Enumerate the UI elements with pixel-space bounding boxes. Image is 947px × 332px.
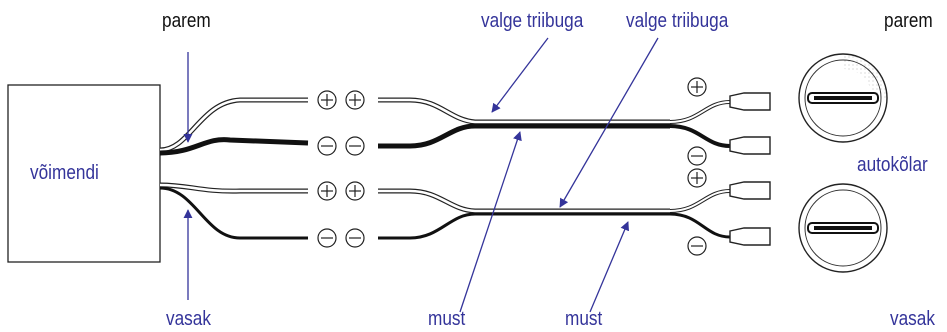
label-vasak-right: vasak — [890, 308, 935, 330]
amplifier-box — [7, 84, 161, 263]
label-vasak-left: vasak — [166, 308, 211, 330]
label-car-speakers: autokõlar — [857, 154, 928, 176]
lower-plus-wire-mid — [378, 188, 670, 214]
minus-symbol — [317, 181, 365, 248]
lower-speaker-leads — [669, 189, 731, 239]
label-parem-left: parem — [162, 10, 211, 32]
upper-plus-wire-left — [159, 97, 308, 153]
lower-minus-wire-mid — [378, 212, 670, 240]
label-parem-right: parem — [884, 10, 933, 32]
speaker-polarity-icons — [687, 77, 707, 256]
label-black-2: must — [565, 308, 603, 330]
label-white-stripe-2: valge triibuga — [626, 10, 729, 32]
upper-minus-wire-left — [159, 137, 309, 156]
upper-speaker-leads — [669, 100, 731, 148]
speaker-icon — [798, 53, 888, 143]
upper-minus-wire-mid — [378, 123, 670, 149]
label-white-stripe-1: valge triibuga — [481, 10, 584, 32]
label-amplifier: võimendi — [30, 162, 99, 184]
lower-plus-wire-left — [159, 182, 308, 194]
lower-minus-wire-left — [159, 186, 308, 240]
pointer-arrows — [183, 37, 659, 313]
speaker-icon — [798, 183, 888, 273]
label-black-1: must — [428, 308, 466, 330]
upper-plus-wire-mid — [378, 97, 670, 125]
plus-symbol — [317, 90, 365, 156]
connector-icon — [729, 92, 771, 246]
